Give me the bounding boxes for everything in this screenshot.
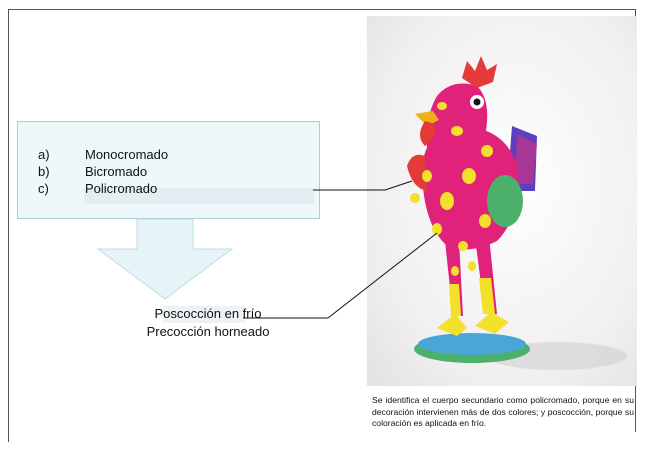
finish-other: Precocción horneado (146, 324, 270, 339)
option-b-label: Bicromado (85, 164, 148, 179)
option-a-label: Monocromado (85, 147, 169, 162)
finish-options: Poscocción en frío Precocción horneado (138, 305, 278, 341)
finish-selected: Poscocción en frío (154, 306, 262, 321)
rooster-figurine-photo (367, 16, 637, 386)
selected-finish-highlight (163, 306, 245, 323)
option-a-letter: a) (38, 147, 50, 162)
decoration-options-box: a) Monocromado b) Bicromado c) Policroma… (17, 121, 320, 219)
option-c-label: Policromado (85, 181, 158, 196)
option-c-letter: c) (38, 181, 49, 196)
frame-gap (6, 432, 646, 444)
figure-caption: Se identifica el cuerpo secundario como … (372, 395, 634, 428)
selected-option-highlight (84, 188, 314, 204)
frame-tick (8, 420, 9, 442)
option-b-letter: b) (38, 164, 50, 179)
down-arrow-icon (96, 219, 234, 300)
